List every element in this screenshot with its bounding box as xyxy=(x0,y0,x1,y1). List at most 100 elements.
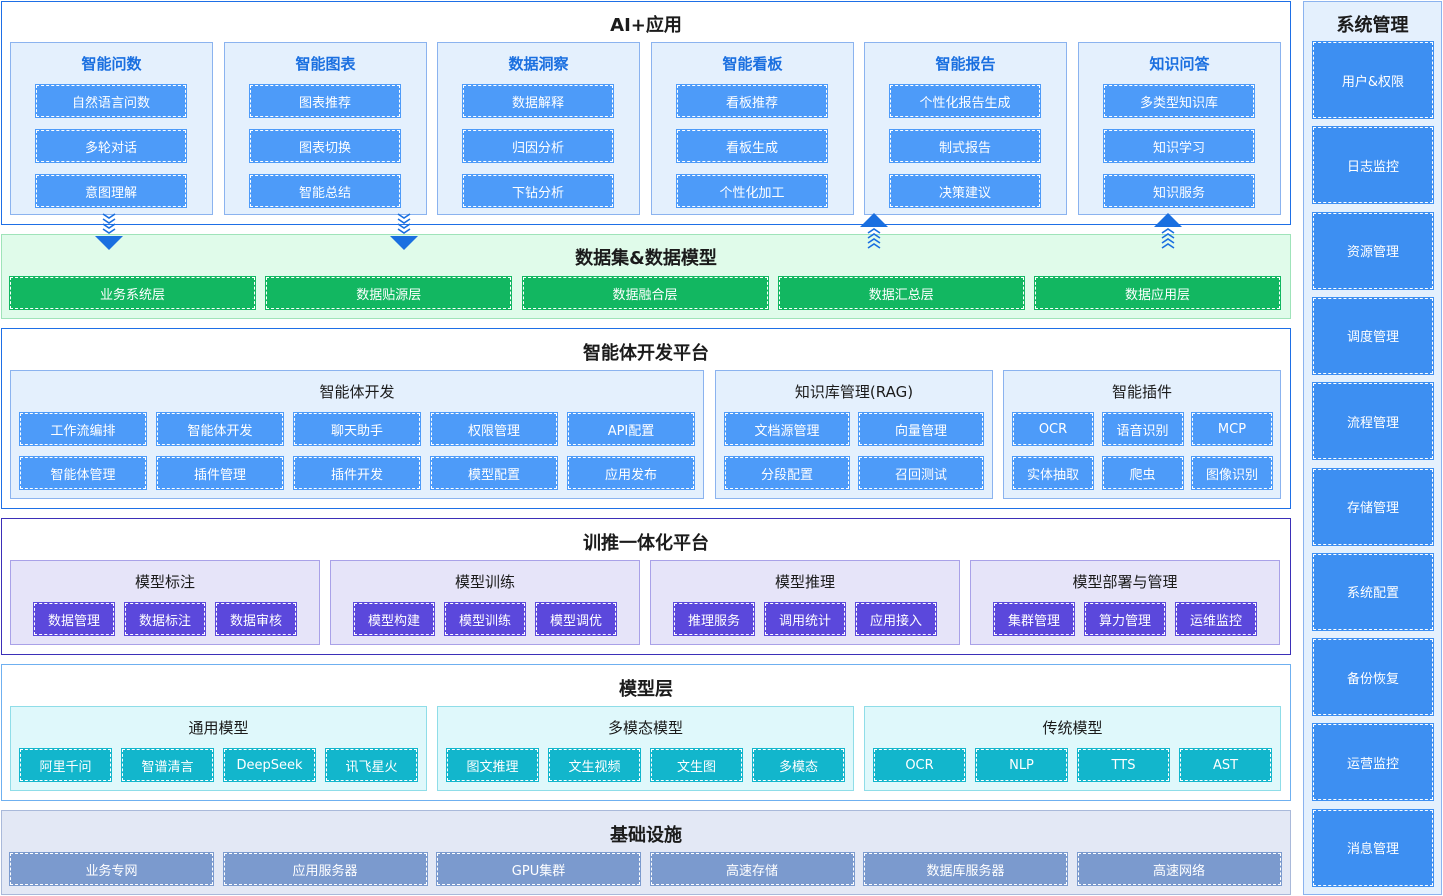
plugin-item[interactable]: 图像识别 xyxy=(1191,456,1273,490)
sys-mgmt-item[interactable]: 备份恢复 xyxy=(1312,638,1434,717)
ai-apps-title: AI+应用 xyxy=(610,15,682,36)
train-item[interactable]: 模型调优 xyxy=(535,602,617,636)
model-item[interactable]: 文生视频 xyxy=(548,748,641,782)
agent-dev-item[interactable]: 插件管理 xyxy=(156,456,284,490)
model-item[interactable]: NLP xyxy=(975,748,1068,782)
dataset-layer-item[interactable]: 数据汇总层 xyxy=(777,276,1025,310)
ai-app-item[interactable]: 看板生成 xyxy=(676,129,828,163)
agent-dev-item[interactable]: API配置 xyxy=(567,412,695,446)
model-item[interactable]: OCR xyxy=(873,748,966,782)
sys-mgmt-item[interactable]: 消息管理 xyxy=(1312,808,1434,887)
ai-app-item[interactable]: 智能总结 xyxy=(249,174,401,208)
arrow-up-icon xyxy=(1154,213,1182,249)
ai-app-item[interactable]: 数据解释 xyxy=(462,84,614,118)
infra-item[interactable]: 业务专网 xyxy=(9,852,214,886)
train-item[interactable]: 调用统计 xyxy=(764,602,846,636)
ai-app-item[interactable]: 多轮对话 xyxy=(35,129,187,163)
ai-app-item[interactable]: 知识学习 xyxy=(1103,129,1255,163)
agent-dev-item[interactable]: 智能体管理 xyxy=(19,456,147,490)
ai-app-item[interactable]: 制式报告 xyxy=(889,129,1041,163)
train-group-title: 模型训练 xyxy=(454,573,515,591)
dataset-layer-item[interactable]: 数据融合层 xyxy=(521,276,769,310)
agent-dev-item[interactable]: 权限管理 xyxy=(430,412,558,446)
arrow-up-icon xyxy=(860,213,888,249)
ai-app-item[interactable]: 图表切换 xyxy=(249,129,401,163)
train-item[interactable]: 数据审核 xyxy=(215,602,297,636)
rag-item[interactable]: 分段配置 xyxy=(724,456,850,490)
rag-item[interactable]: 文档源管理 xyxy=(724,412,850,446)
train-item[interactable]: 数据标注 xyxy=(124,602,206,636)
train-infer-title: 训推一体化平台 xyxy=(583,533,709,554)
infra-item[interactable]: 高速存储 xyxy=(649,852,855,886)
train-item[interactable]: 模型训练 xyxy=(444,602,526,636)
train-item[interactable]: 模型构建 xyxy=(353,602,435,636)
sys-mgmt-item[interactable]: 调度管理 xyxy=(1312,296,1434,375)
agent-dev-item[interactable]: 模型配置 xyxy=(430,456,558,490)
model-item[interactable]: 智谱清言 xyxy=(121,748,214,782)
ai-app-item[interactable]: 下钻分析 xyxy=(462,174,614,208)
agent-dev-item[interactable]: 应用发布 xyxy=(567,456,695,490)
plugin-item[interactable]: 实体抽取 xyxy=(1012,456,1094,490)
sys-mgmt-item[interactable]: 流程管理 xyxy=(1312,382,1434,461)
ai-app-item[interactable]: 多类型知识库 xyxy=(1103,84,1255,118)
model-item[interactable]: 图文推理 xyxy=(446,748,539,782)
sys-mgmt-title: 系统管理 xyxy=(1336,15,1409,36)
ai-apps-section: AI+应用 xyxy=(1,1,1291,225)
ai-app-item[interactable]: 决策建议 xyxy=(889,174,1041,208)
train-item[interactable]: 应用接入 xyxy=(855,602,937,636)
ai-app-group-title: 智能问数 xyxy=(81,55,142,73)
plugin-item[interactable]: OCR xyxy=(1012,412,1094,446)
train-item[interactable]: 运维监控 xyxy=(1175,602,1257,636)
infra-item[interactable]: GPU集群 xyxy=(436,852,641,886)
ai-app-item[interactable]: 意图理解 xyxy=(35,174,187,208)
dataset-layer-item[interactable]: 数据应用层 xyxy=(1034,276,1281,310)
train-item[interactable]: 数据管理 xyxy=(33,602,115,636)
train-group-title: 模型标注 xyxy=(134,573,195,591)
agent-group-title: 知识库管理(RAG) xyxy=(794,383,914,401)
ai-app-group-title: 智能图表 xyxy=(295,55,356,73)
arrow-down-icon xyxy=(390,213,418,250)
sys-mgmt-item[interactable]: 运营监控 xyxy=(1312,723,1434,802)
ai-app-item[interactable]: 个性化加工 xyxy=(676,174,828,208)
sys-mgmt-item[interactable]: 系统配置 xyxy=(1312,552,1434,631)
model-item[interactable]: 多模态 xyxy=(752,748,845,782)
sys-mgmt-item[interactable]: 日志监控 xyxy=(1312,126,1434,205)
model-item[interactable]: AST xyxy=(1179,748,1272,782)
agent-group-title: 智能体开发 xyxy=(319,383,395,401)
agent-dev-item[interactable]: 工作流编排 xyxy=(19,412,147,446)
model-group-title: 通用模型 xyxy=(188,719,249,737)
sys-mgmt-item[interactable]: 资源管理 xyxy=(1312,211,1434,290)
infra-title: 基础设施 xyxy=(610,825,682,846)
infra-item[interactable]: 应用服务器 xyxy=(222,852,428,886)
model-item[interactable]: 讯飞星火 xyxy=(325,748,418,782)
dataset-layer-item[interactable]: 业务系统层 xyxy=(9,276,256,310)
ai-app-item[interactable]: 自然语言问数 xyxy=(35,84,187,118)
train-item[interactable]: 算力管理 xyxy=(1084,602,1166,636)
plugin-item[interactable]: 语音识别 xyxy=(1101,412,1184,446)
dataset-layer-item[interactable]: 数据贴源层 xyxy=(265,276,513,310)
ai-app-item[interactable]: 个性化报告生成 xyxy=(889,84,1041,118)
agent-dev-item[interactable]: 插件开发 xyxy=(293,456,421,490)
ai-app-item[interactable]: 看板推荐 xyxy=(676,84,828,118)
plugin-item[interactable]: 爬虫 xyxy=(1101,456,1184,490)
model-item[interactable]: TTS xyxy=(1077,748,1170,782)
train-item[interactable]: 推理服务 xyxy=(673,602,755,636)
train-item[interactable]: 集群管理 xyxy=(993,602,1075,636)
infra-section: 基础设施 xyxy=(1,810,1291,895)
sys-mgmt-item[interactable]: 用户&权限 xyxy=(1312,41,1434,119)
infra-item[interactable]: 数据库服务器 xyxy=(863,852,1068,886)
ai-app-group-title: 知识问答 xyxy=(1149,55,1210,73)
ai-app-item[interactable]: 知识服务 xyxy=(1103,174,1255,208)
rag-item[interactable]: 召回测试 xyxy=(858,456,984,490)
model-item[interactable]: DeepSeek xyxy=(223,748,316,782)
ai-app-item[interactable]: 图表推荐 xyxy=(249,84,401,118)
model-item[interactable]: 阿里千问 xyxy=(19,748,112,782)
sys-mgmt-item[interactable]: 存储管理 xyxy=(1312,467,1434,546)
agent-dev-item[interactable]: 智能体开发 xyxy=(156,412,284,446)
model-item[interactable]: 文生图 xyxy=(650,748,743,782)
ai-app-item[interactable]: 归因分析 xyxy=(462,129,614,163)
infra-item[interactable]: 高速网络 xyxy=(1076,852,1282,886)
agent-dev-item[interactable]: 聊天助手 xyxy=(293,412,421,446)
plugin-item[interactable]: MCP xyxy=(1191,412,1273,446)
rag-item[interactable]: 向量管理 xyxy=(858,412,984,446)
